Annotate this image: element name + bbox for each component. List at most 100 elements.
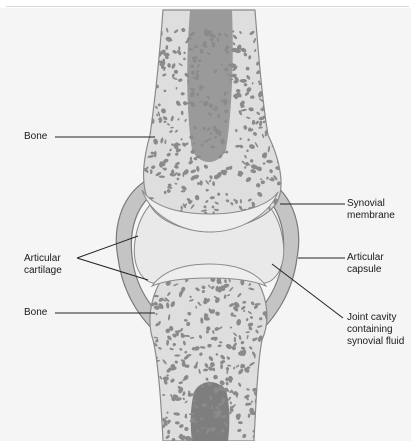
spongy-bone-pore	[147, 413, 151, 418]
spongy-bone-pore	[144, 408, 150, 413]
spongy-bone-pore	[276, 104, 280, 110]
spongy-bone-pore	[148, 63, 153, 69]
spongy-bone-pore	[263, 92, 267, 95]
label-articular-cartilage-line2: cartilage	[24, 265, 62, 277]
spongy-bone-pore	[269, 390, 274, 394]
spongy-bone-pore	[270, 57, 273, 59]
spongy-bone-pore	[206, 330, 209, 333]
spongy-bone-pore	[268, 326, 275, 332]
spongy-bone-pore	[273, 29, 278, 34]
spongy-bone-pore	[271, 70, 275, 76]
spongy-bone-pore	[270, 45, 274, 48]
spongy-bone-pore	[155, 36, 160, 41]
spongy-bone-pore	[153, 69, 156, 72]
spongy-bone-pore	[261, 366, 264, 368]
spongy-bone-pore	[267, 33, 275, 40]
spongy-bone-pore	[149, 393, 153, 397]
spongy-bone-pore	[255, 434, 261, 438]
spongy-bone-pore	[151, 357, 154, 360]
spongy-bone-pore	[270, 88, 276, 94]
spongy-bone-pore	[268, 122, 274, 128]
spongy-bone-pore	[276, 29, 279, 33]
spongy-bone-pore	[150, 288, 154, 292]
spongy-bone-pore	[152, 37, 160, 44]
spongy-bone-pore	[220, 364, 223, 369]
label-articular-cartilage: Articular cartilage	[24, 253, 62, 277]
spongy-bone-pore	[148, 368, 153, 373]
lower-bone	[142, 264, 274, 441]
spongy-bone-pore	[262, 59, 264, 63]
spongy-bone-pore	[265, 346, 272, 353]
label-bone-bottom: Bone	[24, 307, 47, 319]
label-joint-cavity-line3: synovial fluid	[347, 336, 404, 348]
spongy-bone-pore	[263, 407, 268, 411]
spongy-bone-pore	[208, 113, 210, 115]
spongy-bone-pore	[148, 68, 151, 75]
spongy-bone-pore	[152, 371, 157, 375]
spongy-bone-pore	[147, 120, 151, 124]
spongy-bone-pore	[152, 370, 155, 374]
spongy-bone-pore	[264, 418, 270, 423]
upper-bone	[142, 10, 283, 232]
label-synovial-membrane: Synovial membrane	[347, 198, 395, 222]
spongy-bone-pore	[266, 366, 271, 370]
label-joint-cavity-line2: containing	[347, 324, 404, 336]
spongy-bone-pore	[146, 33, 152, 39]
label-articular-capsule: Articular capsule	[347, 252, 384, 276]
spongy-bone-pore	[142, 403, 149, 408]
spongy-bone-pore	[278, 31, 281, 34]
spongy-bone-pore	[266, 111, 273, 116]
spongy-bone-pore	[163, 377, 169, 381]
spongy-bone-pore	[265, 392, 269, 397]
spongy-bone-pore	[268, 365, 275, 371]
spongy-bone-pore	[270, 83, 277, 90]
label-articular-cartilage-line1: Articular	[24, 253, 62, 265]
spongy-bone-pore	[275, 33, 281, 40]
spongy-bone-pore	[149, 371, 155, 376]
spongy-bone-pore	[147, 379, 151, 385]
spongy-bone-pore	[174, 354, 180, 356]
spongy-bone-pore	[143, 116, 148, 121]
spongy-bone-pore	[266, 365, 270, 369]
spongy-bone-pore	[272, 88, 276, 93]
spongy-bone-pore	[205, 45, 207, 48]
spongy-bone-pore	[266, 53, 269, 58]
label-bone-top: Bone	[24, 131, 47, 143]
spongy-bone-pore	[268, 390, 273, 394]
spongy-bone-pore	[275, 144, 279, 147]
spongy-bone-pore	[268, 377, 271, 380]
spongy-bone-pore	[146, 103, 151, 106]
spongy-bone-pore	[148, 392, 154, 396]
spongy-bone-pore	[268, 287, 272, 292]
spongy-bone-pore	[277, 111, 281, 118]
spongy-bone-pore	[266, 416, 273, 422]
spongy-bone-pore	[151, 75, 155, 80]
spongy-bone-pore	[144, 326, 149, 330]
spongy-bone-pore	[143, 86, 147, 90]
spongy-bone-pore	[277, 150, 281, 155]
spongy-bone-pore	[273, 47, 278, 52]
spongy-bone-pore	[145, 337, 148, 340]
spongy-bone-pore	[150, 416, 154, 419]
spongy-bone-pore	[260, 427, 266, 432]
spongy-bone-pore	[145, 52, 150, 57]
spongy-bone-pore	[143, 285, 149, 291]
spongy-bone-pore	[267, 59, 271, 63]
spongy-bone-pore	[268, 428, 272, 435]
spongy-bone-pore	[266, 49, 272, 54]
spongy-bone-pore	[275, 77, 280, 81]
spongy-bone-pore	[265, 376, 267, 382]
spongy-bone-pore	[277, 69, 282, 73]
spongy-bone-pore	[149, 392, 152, 395]
spongy-bone-pore	[143, 94, 148, 98]
spongy-bone-pore	[275, 106, 282, 112]
spongy-bone-pore	[265, 95, 269, 98]
spongy-bone-pore	[267, 373, 274, 379]
spongy-bone-pore	[155, 41, 158, 44]
label-joint-cavity-line1: Joint cavity	[347, 312, 404, 324]
spongy-bone-pore	[267, 124, 271, 129]
label-articular-capsule-line2: capsule	[347, 264, 384, 276]
spongy-bone-pore	[150, 414, 157, 421]
label-synovial-membrane-line1: Synovial	[347, 198, 395, 210]
spongy-bone-pore	[147, 33, 153, 41]
